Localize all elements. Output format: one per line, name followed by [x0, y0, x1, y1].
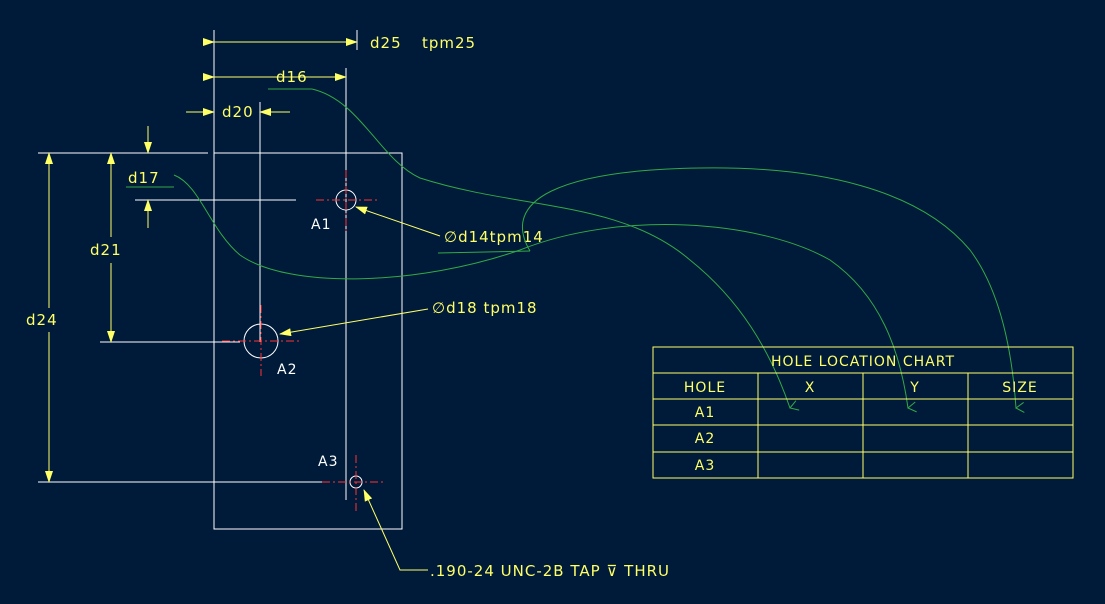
hole-chart-header-y: Y [909, 380, 920, 396]
dimension-d20-text: d20 [222, 103, 254, 121]
dimension-d16[interactable]: d16 [203, 68, 347, 90]
relation-curve-size [521, 167, 1025, 413]
hole-location-chart: HOLE LOCATION CHART HOLE X Y SIZE A1 A2 … [652, 346, 1074, 479]
callout-hole-a1[interactable]: ∅d14tpm14 [355, 206, 544, 254]
hole-chart-row-a2: A2 [695, 431, 715, 447]
dimension-d25-text: d25 [370, 34, 402, 52]
hole-chart-header-x: X [805, 380, 816, 396]
hole-a3[interactable] [322, 455, 386, 512]
dimension-d21-text: d21 [90, 241, 122, 259]
dimension-d24[interactable]: d24 [26, 152, 58, 483]
dimension-d20[interactable]: d20 [186, 103, 290, 121]
hole-a1[interactable] [316, 170, 380, 232]
dimension-d16-text: d16 [276, 68, 308, 86]
part-outline[interactable] [213, 152, 403, 530]
hole-label-a1: A1 [311, 217, 331, 233]
callout-hole-a2-text: ∅d18 tpm18 [432, 299, 538, 317]
hole-chart-header-size: SIZE [1002, 380, 1037, 396]
dimension-d24-text: d24 [26, 311, 58, 329]
callout-hole-a3-text: .190-24 UNC-2B TAP ⊽ THRU [430, 562, 670, 580]
dimension-d17[interactable]: d17 [126, 126, 174, 228]
dimension-d17-text: d17 [128, 169, 160, 187]
hole-a2[interactable] [222, 305, 300, 376]
hole-chart-title: HOLE LOCATION CHART [771, 354, 955, 370]
hole-label-a3: A3 [318, 454, 338, 470]
hole-chart-row-a1: A1 [695, 405, 715, 421]
dimension-d21[interactable]: d21 [90, 152, 122, 343]
hole-chart-header-hole: HOLE [684, 380, 726, 396]
callout-hole-a2[interactable]: ∅d18 tpm18 [279, 299, 538, 337]
relation-curve-d16-to-x [311, 88, 800, 411]
dimension-d25[interactable]: d25 tpm25 [203, 34, 476, 52]
hole-chart-row-a3: A3 [695, 458, 715, 474]
callout-hole-a3[interactable]: .190-24 UNC-2B TAP ⊽ THRU [363, 489, 670, 580]
relation-curve-d17-to-y [173, 174, 917, 413]
hole-label-a2: A2 [277, 362, 297, 378]
dimension-tpm25-text: tpm25 [422, 34, 476, 52]
callout-hole-a1-text: ∅d14tpm14 [444, 228, 544, 246]
